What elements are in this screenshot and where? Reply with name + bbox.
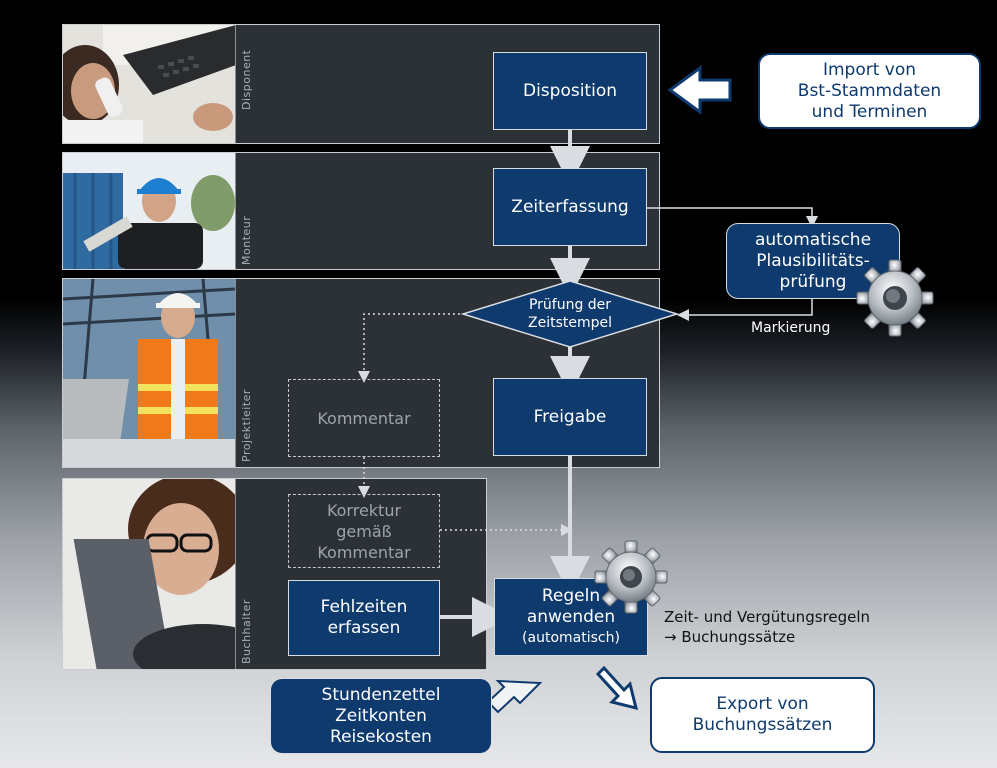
pruefung-label: Prüfung der Zeitstempel bbox=[527, 297, 612, 331]
step-kommentar: Kommentar bbox=[288, 379, 440, 457]
photo-projektleiter bbox=[63, 279, 236, 467]
step-fehlzeiten: Fehlzeiten erfassen bbox=[288, 580, 440, 656]
photo-disponent bbox=[63, 25, 236, 143]
step-disposition: Disposition bbox=[493, 52, 647, 130]
step-korrektur: Korrektur gemäß Kommentar bbox=[288, 494, 440, 568]
photo-monteur bbox=[63, 153, 236, 269]
photo-buchhalter bbox=[63, 479, 236, 669]
export-box: Export von Buchungssätzen bbox=[650, 677, 875, 753]
step-zeiterfassung: Zeiterfassung bbox=[493, 168, 647, 246]
import-box: Import von Bst-Stammdaten und Terminen bbox=[758, 53, 981, 129]
outputs-box: Stundenzettel Zeitkonten Reisekosten bbox=[270, 678, 492, 754]
regeln-note: Zeit- und Vergütungsregeln → Buchungssät… bbox=[664, 608, 871, 646]
markierung-label: Markierung bbox=[751, 320, 831, 336]
gear-icon bbox=[594, 540, 668, 614]
gear-icon bbox=[856, 259, 934, 337]
step-freigabe: Freigabe bbox=[493, 378, 647, 456]
